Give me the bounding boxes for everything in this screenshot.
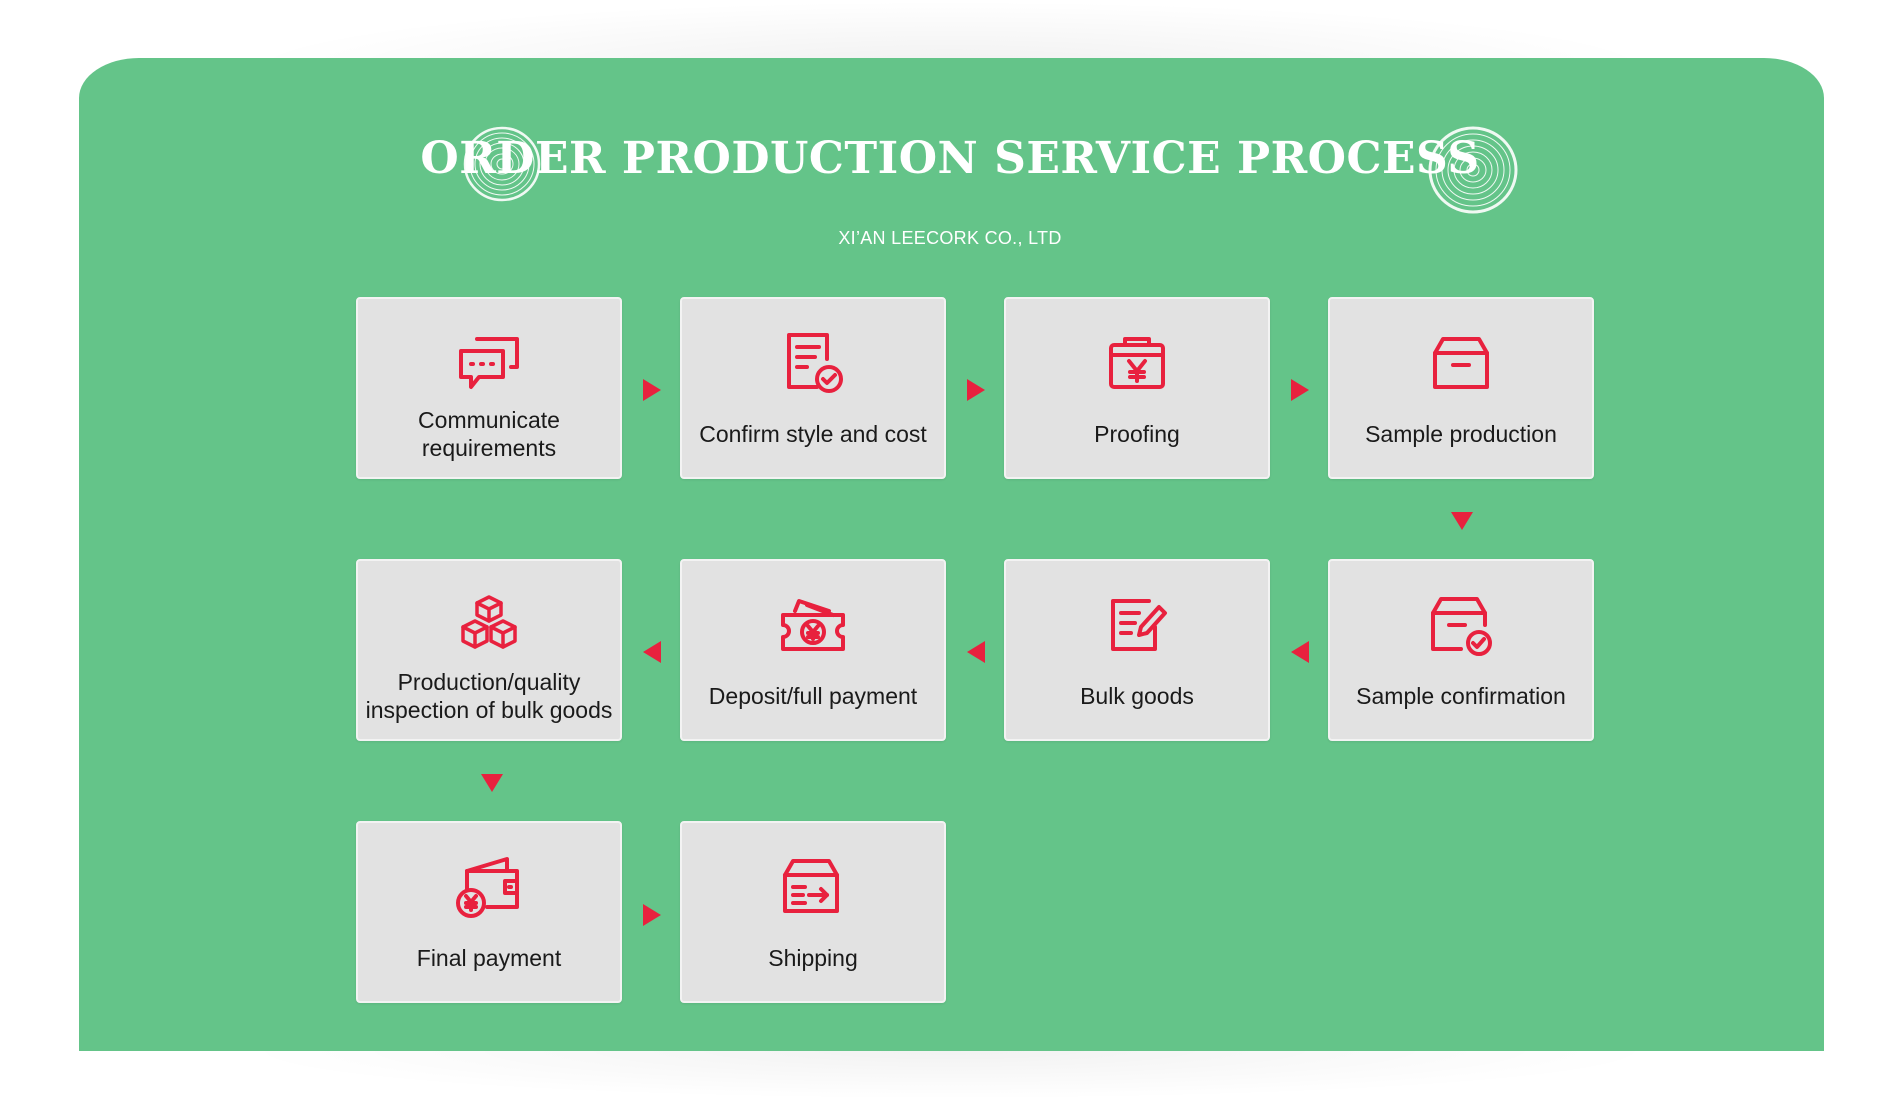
step-card-production-quality-inspection: Production/quality inspection of bulk go… xyxy=(356,559,622,741)
step-label: Production/quality inspection of bulk go… xyxy=(365,669,613,723)
flow-arrow-right-icon xyxy=(643,379,661,401)
step-label: Confirm style and cost xyxy=(699,421,927,447)
step-card-shipping: Shipping xyxy=(680,821,946,1003)
step-label: Sample production xyxy=(1365,421,1557,447)
flow-arrow-left-icon xyxy=(967,641,985,663)
flow-arrow-left-icon xyxy=(1291,641,1309,663)
flow-arrow-right-icon xyxy=(643,904,661,926)
yen-bag-icon xyxy=(1109,337,1165,389)
wood-ring-right-icon xyxy=(1428,126,1518,214)
step-card-confirm-style-and-cost: Confirm style and cost xyxy=(680,297,946,479)
yen-ticket-icon xyxy=(781,599,845,651)
step-card-proofing: Proofing xyxy=(1004,297,1270,479)
edit-document-icon xyxy=(1111,599,1167,651)
step-label: Bulk goods xyxy=(1080,683,1194,709)
flow-arrow-down-icon xyxy=(481,774,503,792)
wood-ring-left-icon xyxy=(463,126,541,202)
step-label: Sample confirmation xyxy=(1356,683,1566,709)
wallet-yen-icon xyxy=(456,857,519,918)
box-icon xyxy=(1433,337,1489,389)
bottom-shadow xyxy=(230,1050,1670,1100)
shipping-box-icon xyxy=(783,859,839,913)
step-card-deposit-full-payment: Deposit/full payment xyxy=(680,559,946,741)
step-card-final-payment: Final payment xyxy=(356,821,622,1003)
step-label: Final payment xyxy=(416,945,562,971)
flow-arrow-down-icon xyxy=(1451,512,1473,530)
step-label: Deposit/full payment xyxy=(708,683,918,709)
company-name: XI’AN LEECORK CO., LTD xyxy=(838,228,1062,248)
flow-arrow-right-icon xyxy=(1291,379,1309,401)
step-label: Proofing xyxy=(1094,421,1180,447)
step-card-communicate-requirements: Communicate requirements xyxy=(356,297,622,479)
box-check-icon xyxy=(1431,597,1492,656)
chat-bubbles-icon xyxy=(459,337,519,389)
step-card-bulk-goods: Bulk goods xyxy=(1004,559,1270,741)
step-label: Shipping xyxy=(768,945,858,971)
flow-arrow-right-icon xyxy=(967,379,985,401)
step-card-sample-production: Sample production xyxy=(1328,297,1594,479)
document-check-icon xyxy=(787,333,843,393)
process-panel xyxy=(79,58,1824,1051)
step-card-sample-confirmation: Sample confirmation xyxy=(1328,559,1594,741)
step-label: Communicate requirements xyxy=(418,407,560,461)
stacked-cubes-icon xyxy=(461,595,517,649)
flow-arrow-left-icon xyxy=(643,641,661,663)
page-title: ORDER PRODUCTION SERVICE PROCESS xyxy=(420,133,1480,184)
